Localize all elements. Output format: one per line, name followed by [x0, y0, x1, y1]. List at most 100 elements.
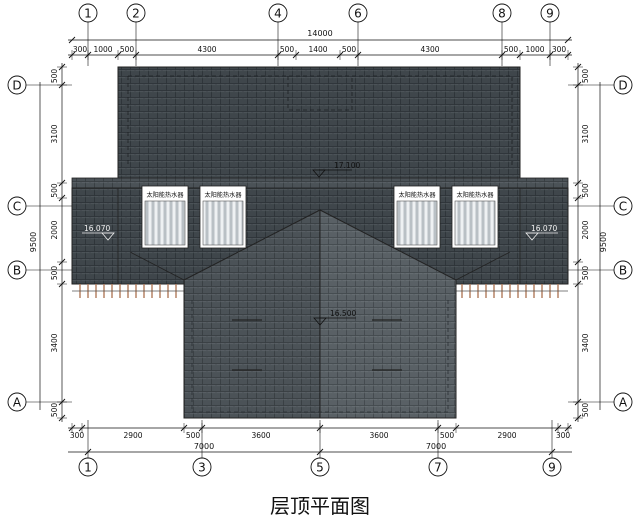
dimension-lines: 300 1000 500 4300 500 1400 500 4300 500 1000 300 14…: [29, 29, 608, 456]
dim-right: 3100: [581, 124, 590, 143]
elevation-ridge: 17.100: [312, 161, 360, 178]
grid-top-8: 8: [492, 3, 512, 66]
solar-heater-3: 太阳能热水器: [393, 185, 441, 249]
dim-top: 4300: [197, 45, 216, 54]
dim-right: 500: [581, 183, 590, 198]
solar-heater-label: 太阳能热水器: [146, 191, 184, 199]
dim-left: 3400: [50, 333, 59, 352]
grid-left-D-label: D: [12, 79, 21, 93]
grid-bottom-9-label: 9: [548, 461, 556, 475]
solar-heater-4: 太阳能热水器: [451, 185, 499, 249]
solar-heater-label: 太阳能热水器: [456, 191, 494, 199]
elevation-right-wing: 16.070: [525, 224, 558, 241]
solar-heater-1: 太阳能热水器: [141, 185, 189, 249]
dim-bottom: 2900: [123, 431, 142, 440]
dim-right: 2000: [581, 220, 590, 239]
elevation-label-front: 16.500: [330, 309, 356, 318]
grid-top-9: 9: [540, 3, 560, 66]
dim-bottom: 3600: [251, 431, 270, 440]
grid-left-A: A: [7, 392, 72, 412]
dim-left: 500: [50, 403, 59, 418]
grid-bottom-7: 7: [428, 420, 448, 477]
grid-bottom-3-label: 3: [198, 461, 206, 475]
dim-top: 1400: [308, 45, 327, 54]
dim-left: 2000: [50, 220, 59, 239]
solar-heater-label: 太阳能热水器: [204, 191, 242, 199]
dim-left-total: 9500: [29, 232, 38, 252]
dim-right: 500: [581, 403, 590, 418]
grid-right-B: B: [568, 260, 633, 280]
dim-bottom: 2900: [497, 431, 516, 440]
dim-bottom: 300: [70, 431, 85, 440]
dim-top: 4300: [420, 45, 439, 54]
dim-right-total: 9500: [599, 232, 608, 252]
dim-top: 500: [504, 45, 519, 54]
grid-left-C: C: [7, 196, 72, 216]
grid-top-9-label: 9: [546, 7, 554, 21]
solar-heater-label: 太阳能热水器: [398, 191, 436, 199]
dim-bottom: 300: [556, 431, 571, 440]
grid-top-8-label: 8: [498, 7, 506, 21]
grid-top-2: 2: [126, 3, 146, 66]
dim-top: 500: [120, 45, 135, 54]
dim-bottom: 500: [186, 431, 201, 440]
grid-bottom-5-label: 5: [316, 461, 324, 475]
elevation-label-ridge: 17.100: [334, 161, 360, 170]
dim-top: 1000: [525, 45, 544, 54]
dim-top: 300: [552, 45, 567, 54]
drawing-title: 层顶平面图: [270, 494, 370, 518]
grid-top-6: 6: [348, 3, 368, 66]
grid-bottom-3: 3: [192, 420, 212, 477]
grid-left-D: D: [7, 75, 72, 95]
elevation-label-left: 16.070: [84, 224, 110, 233]
dim-right: 500: [581, 69, 590, 84]
dim-right: 3400: [581, 333, 590, 352]
grid-right-B-label: B: [619, 264, 627, 278]
grid-right-A: A: [568, 392, 633, 412]
dim-right: 500: [581, 266, 590, 281]
grid-right-A-label: A: [619, 396, 628, 410]
grid-top-2-label: 2: [132, 7, 140, 21]
grid-bottom-9: 9: [542, 420, 562, 477]
dim-bottom-half: 7000: [426, 442, 446, 451]
grid-top-4-label: 4: [274, 7, 282, 21]
grid-bottom-7-label: 7: [434, 461, 442, 475]
dim-top: 1000: [93, 45, 112, 54]
elevation-left-wing: 16.070: [82, 224, 115, 241]
front-gable-right: [319, 209, 457, 419]
dim-left: 500: [50, 69, 59, 84]
grid-left-C-label: C: [13, 200, 21, 214]
dim-left: 3100: [50, 124, 59, 143]
dim-top: 500: [280, 45, 295, 54]
dim-top-total: 14000: [307, 29, 332, 38]
grid-top-1: 1: [78, 3, 98, 66]
dim-left: 500: [50, 266, 59, 281]
grid-left-B-label: B: [13, 264, 21, 278]
grid-top-4: 4: [268, 3, 288, 66]
dim-bottom: 500: [440, 431, 455, 440]
dim-bottom-half: 7000: [194, 442, 214, 451]
grid-top-1-label: 1: [84, 7, 92, 21]
dim-left: 500: [50, 183, 59, 198]
grid-right-C-label: C: [619, 200, 627, 214]
grid-right-D-label: D: [618, 79, 627, 93]
dim-top: 500: [342, 45, 357, 54]
dim-top: 300: [73, 45, 88, 54]
elevation-marks: 17.100 16.500 16.070 16.070: [82, 161, 558, 326]
grid-bottom-5: 5: [310, 420, 330, 477]
solar-heater-2: 太阳能热水器: [199, 185, 247, 249]
dim-bottom: 3600: [369, 431, 388, 440]
elevation-label-right: 16.070: [531, 224, 557, 233]
grid-bottom-1: 1: [78, 420, 98, 477]
grid-right-D: D: [568, 75, 633, 95]
grid-right-C: C: [568, 196, 633, 216]
main-roof-upper: [117, 66, 521, 186]
grid-top-6-label: 6: [354, 7, 362, 21]
elevation-front: 16.500: [313, 309, 356, 326]
grid-left-B: B: [7, 260, 72, 280]
grid-left-A-label: A: [13, 396, 22, 410]
grid-bottom-1-label: 1: [84, 461, 92, 475]
solar-heaters: 太阳能热水器 太阳能热水器 太阳能热水器 太阳能热水器: [141, 185, 499, 249]
